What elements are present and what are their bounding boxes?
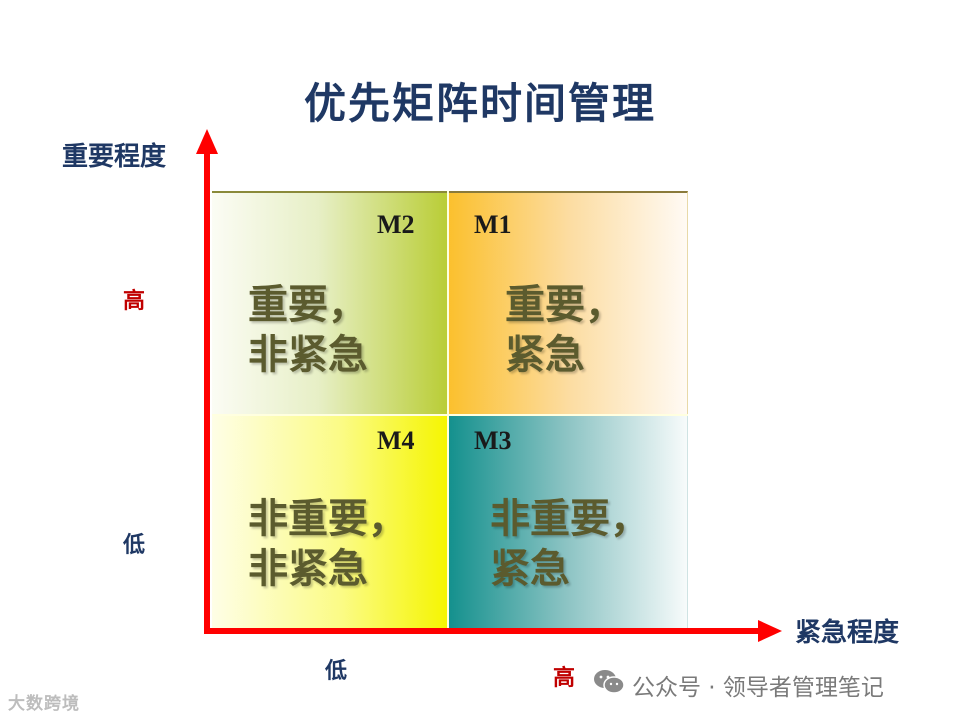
page-title: 优先矩阵时间管理 bbox=[303, 79, 656, 128]
y-axis-title: 重要程度 bbox=[62, 142, 167, 172]
quadrant-m1 bbox=[448, 191, 688, 415]
y-tick-high: 高 bbox=[123, 289, 146, 314]
quadrant-m3 bbox=[448, 415, 688, 628]
quadrant-divider-vertical bbox=[447, 191, 449, 628]
quadrant-m2 bbox=[212, 191, 448, 415]
quadrant-m4-text-line2: 非紧急 bbox=[248, 546, 368, 592]
quadrant-m1-label: M1 bbox=[474, 210, 512, 239]
quadrant-m3-label: M3 bbox=[474, 426, 512, 455]
quadrant-m3-text-line1: 非重要， bbox=[490, 496, 650, 542]
x-axis-title: 紧急程度 bbox=[795, 618, 900, 648]
quadrant-m1-text-line2: 紧急 bbox=[505, 332, 585, 378]
y-tick-low: 低 bbox=[123, 533, 146, 558]
x-axis-line bbox=[204, 628, 766, 634]
wechat-icon bbox=[594, 670, 625, 694]
quadrant-m2-text-line2: 非紧急 bbox=[248, 332, 368, 378]
quadrant-m4-label: M4 bbox=[377, 426, 415, 455]
quadrant-m2-label: M2 bbox=[377, 210, 415, 239]
quadrant-m2-text-line1: 重要， bbox=[248, 282, 368, 328]
quadrant-m4-text-line1: 非重要， bbox=[248, 496, 408, 542]
watermark-right: 公众号 · 领导者管理笔记 bbox=[632, 675, 884, 701]
y-axis-line bbox=[204, 150, 210, 634]
quadrant-m3-text-line2: 紧急 bbox=[490, 546, 570, 592]
quadrant-m1-text-line1: 重要， bbox=[505, 282, 625, 328]
watermark-left: 大数跨境 bbox=[8, 694, 80, 714]
x-tick-low: 低 bbox=[325, 659, 348, 684]
quadrant-m4 bbox=[212, 415, 448, 628]
x-axis-arrowhead bbox=[758, 620, 782, 642]
y-axis-arrowhead bbox=[196, 129, 218, 154]
x-tick-high: 高 bbox=[553, 666, 576, 691]
quadrant-divider-horizontal bbox=[212, 414, 688, 416]
